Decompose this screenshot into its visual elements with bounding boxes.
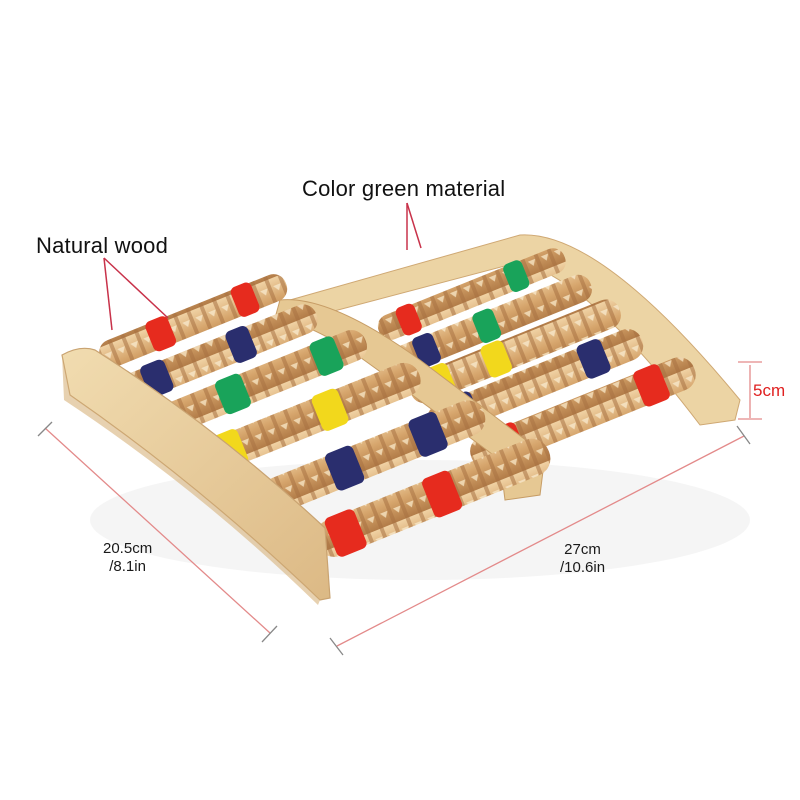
dimension-ticks xyxy=(37,421,751,656)
dimension-lines xyxy=(44,361,762,647)
label-color-green-material: Color green material xyxy=(302,176,506,201)
label-depth-in: /8.1in xyxy=(109,558,146,575)
label-width-in: /10.6in xyxy=(560,559,606,576)
label-width-cm: 27cm xyxy=(564,541,601,558)
left-side-bar xyxy=(61,347,331,605)
label-depth-cm: 20.5cm xyxy=(103,540,153,557)
label-depth: 20.5cm /8.1in xyxy=(103,540,152,576)
leader-lines xyxy=(103,202,422,331)
label-width: 27cm /10.6in xyxy=(560,541,605,577)
left-roller-rows xyxy=(99,274,551,557)
label-height: 5cm xyxy=(753,381,786,400)
back-frame xyxy=(289,234,741,426)
label-natural-wood: Natural wood xyxy=(36,233,169,258)
